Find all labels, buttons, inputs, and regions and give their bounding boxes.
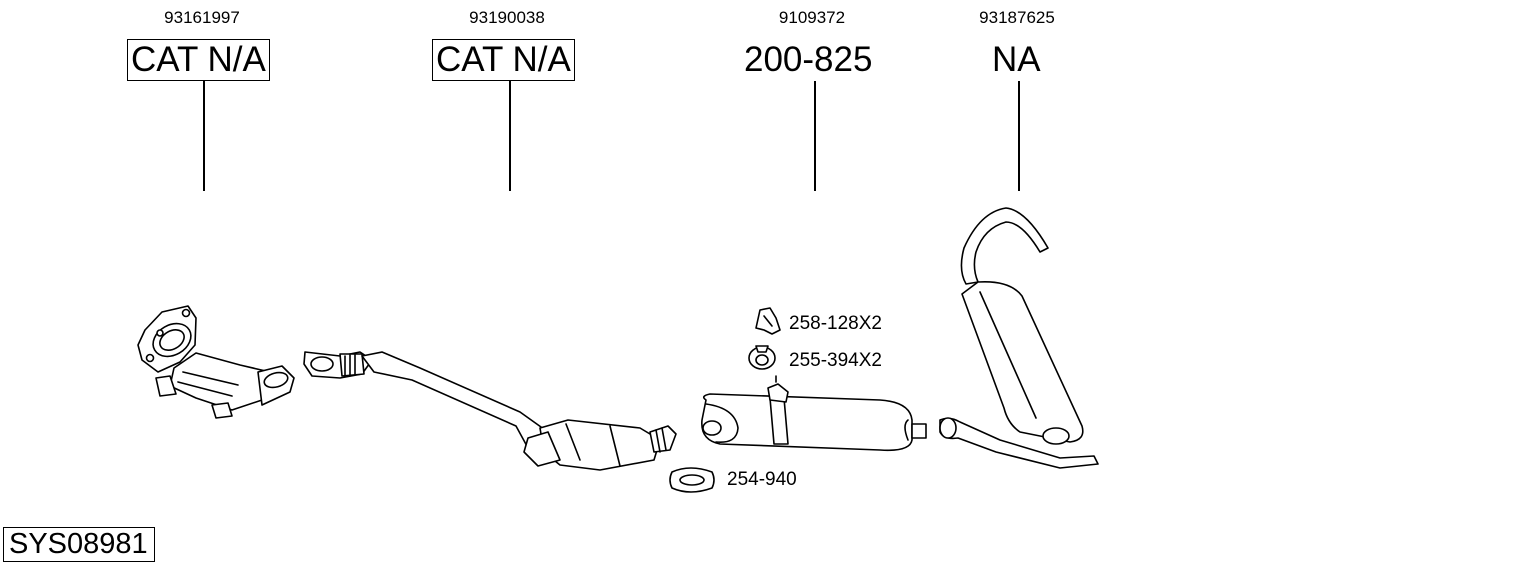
part-1-code[interactable]: CAT N/A: [127, 39, 270, 81]
part-3-code[interactable]: 200-825: [744, 40, 873, 79]
accessory-ring-mount-label[interactable]: 255-394X2: [789, 350, 882, 371]
part-1-oem-number: 93161997: [164, 8, 240, 27]
part-2-oem-number: 93190038: [469, 8, 545, 27]
intermediate-pipe-with-catalyst-drawing[interactable]: [303, 351, 677, 471]
rubber-ring-mount-icon: [748, 345, 776, 370]
part-2-code[interactable]: CAT N/A: [432, 39, 575, 81]
part-1-leader-line: [203, 81, 205, 191]
accessory-hanger-label[interactable]: 258-128X2: [789, 313, 882, 334]
system-id: SYS08981: [3, 527, 155, 562]
centre-silencer-drawing[interactable]: [701, 375, 927, 452]
part-4-leader-line: [1018, 81, 1020, 191]
part-3-oem-number: 9109372: [778, 8, 846, 27]
front-catalytic-converter-drawing[interactable]: [137, 305, 295, 419]
part-3-leader-line: [814, 81, 816, 191]
part-4-code[interactable]: NA: [992, 40, 1041, 79]
part-2-leader-line: [509, 81, 511, 191]
rubber-hanger-icon: [755, 307, 781, 335]
pipe-clamp-icon: [669, 467, 715, 493]
accessory-clamp-label[interactable]: 254-940: [727, 469, 797, 490]
rear-silencer-drawing[interactable]: [939, 207, 1099, 469]
part-4-oem-number: 93187625: [979, 8, 1055, 27]
